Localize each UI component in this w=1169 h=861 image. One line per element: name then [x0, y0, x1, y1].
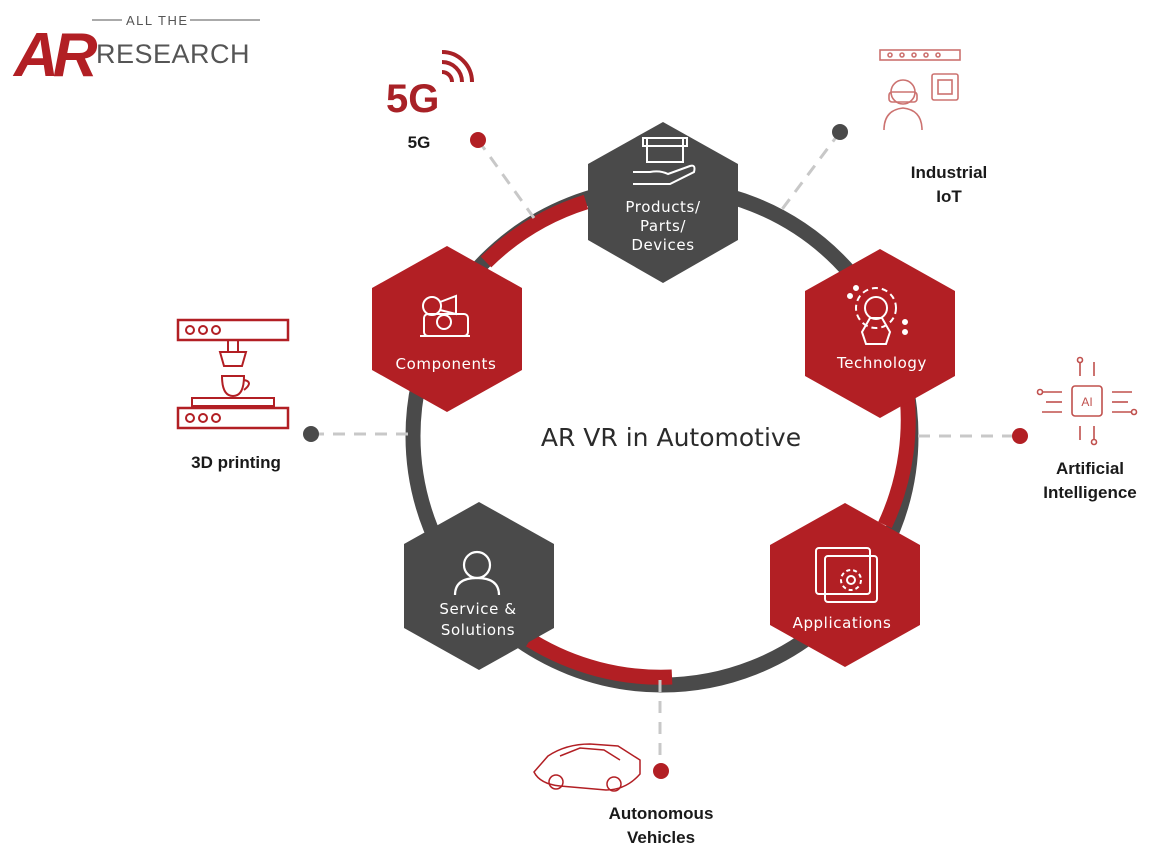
tech-autonomous: Autonomous Vehicles	[533, 743, 714, 847]
3d-printer-icon	[176, 318, 290, 430]
hex-technology: Technology	[805, 249, 955, 418]
hex-service-label-1: Service &	[439, 600, 516, 618]
package-in-hand-icon	[633, 137, 696, 185]
tech-5g: 5G 5G	[386, 50, 474, 152]
tech-printing: 3D printing	[176, 318, 290, 472]
connectors	[312, 131, 1020, 770]
ai-chip-icon	[1036, 356, 1138, 446]
tech-iiot-label-2: IoT	[936, 187, 962, 206]
hex-technology-label: Technology	[836, 354, 927, 372]
dot-autonomous	[653, 763, 669, 779]
connector-iiot	[778, 131, 842, 213]
gear-wrench-icon	[847, 285, 908, 345]
hex-applications-label: Applications	[793, 614, 892, 632]
tech-5g-label: 5G	[408, 133, 431, 152]
hex-components: Components	[372, 246, 522, 412]
sports-car-icon	[533, 743, 641, 792]
center-title: AR VR in Automotive	[541, 423, 801, 452]
ai-icon-text: AI	[1081, 395, 1092, 409]
hex-service-label-2: Solutions	[441, 621, 515, 639]
vr-headset-chip-icon	[879, 49, 961, 131]
dot-iiot	[832, 124, 848, 140]
hex-products: Products/ Parts/ Devices	[588, 122, 738, 283]
dot-printing	[303, 426, 319, 442]
hex-products-label-2: Parts/	[640, 217, 686, 235]
logo-mark: AR	[12, 21, 98, 90]
hex-products-label-1: Products/	[625, 198, 701, 216]
hex-applications: Applications	[770, 503, 920, 667]
tech-ai-label-1: Artificial	[1056, 459, 1124, 478]
tech-iiot-label-1: Industrial	[911, 163, 988, 182]
hex-service: Service & Solutions	[404, 502, 554, 670]
tech-autonomous-label-1: Autonomous	[609, 804, 714, 823]
app-window-gear-icon	[815, 547, 878, 603]
tech-ai-label-2: Intelligence	[1043, 483, 1137, 502]
person-icon	[453, 550, 501, 596]
dot-5g	[470, 132, 486, 148]
5g-icon-text: 5G	[386, 77, 439, 121]
logo: AR ALL THE RESEARCH	[12, 13, 260, 90]
tech-ai: AI Artificial Intelligence	[1036, 356, 1138, 502]
hex-components-label: Components	[396, 355, 497, 373]
tech-printing-label: 3D printing	[191, 453, 281, 472]
logo-tagline: ALL THE	[126, 13, 189, 28]
logo-name: RESEARCH	[96, 39, 250, 69]
5g-signal-icon: 5G	[386, 50, 474, 121]
dot-ai	[1012, 428, 1028, 444]
tech-autonomous-label-2: Vehicles	[627, 828, 695, 847]
gear-chip-icon	[420, 294, 470, 337]
hex-products-label-3: Devices	[631, 236, 694, 254]
tech-iiot: Industrial IoT	[879, 49, 988, 206]
connector-5g	[476, 139, 536, 219]
